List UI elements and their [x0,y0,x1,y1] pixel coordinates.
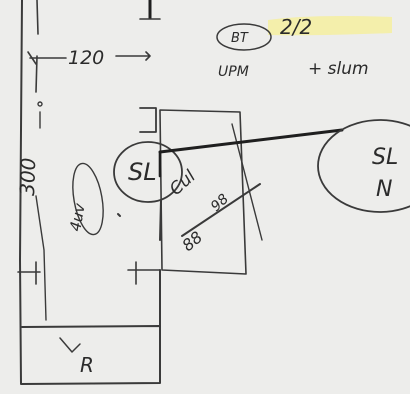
fixture-box [159,109,247,275]
wall-tick-left [17,261,41,285]
dimension-arrowhead [59,337,81,353]
fraction-note: 2/2 [280,15,312,39]
door-bracket [139,107,157,133]
4uv-oval [72,162,104,236]
sl-circle [113,141,183,203]
dimension-300-line [35,111,47,321]
dimension-300-label: 300 [15,157,40,196]
room-label: R [80,353,94,377]
dimension-120-tick [27,51,37,65]
highlighter-mark [268,16,392,36]
note-line2-left: UPM [218,64,249,80]
box-diagonal-2 [181,183,261,237]
circled-tag: BT [231,31,249,46]
dimension-300-dot [37,101,43,107]
sl-circle-label: SL [128,158,157,186]
wall-tick-right [127,261,161,285]
dimension-120-label: 120 [68,47,104,69]
box-note-98: 98 [208,191,232,215]
callout-line1: SL [372,145,398,170]
wall-inner-top [35,0,39,93]
4uv-label: 4uv [66,201,89,233]
callout-leader [158,128,344,154]
box-note-88: 88 [178,227,206,255]
callout-line2: N [376,177,392,202]
outline-lower [19,0,161,385]
dot-mark [117,213,121,217]
dimension-120-arrow [29,51,151,61]
note-line2-right: + slum [308,59,369,79]
callout-circle [317,119,410,213]
bt-circle [216,23,272,51]
